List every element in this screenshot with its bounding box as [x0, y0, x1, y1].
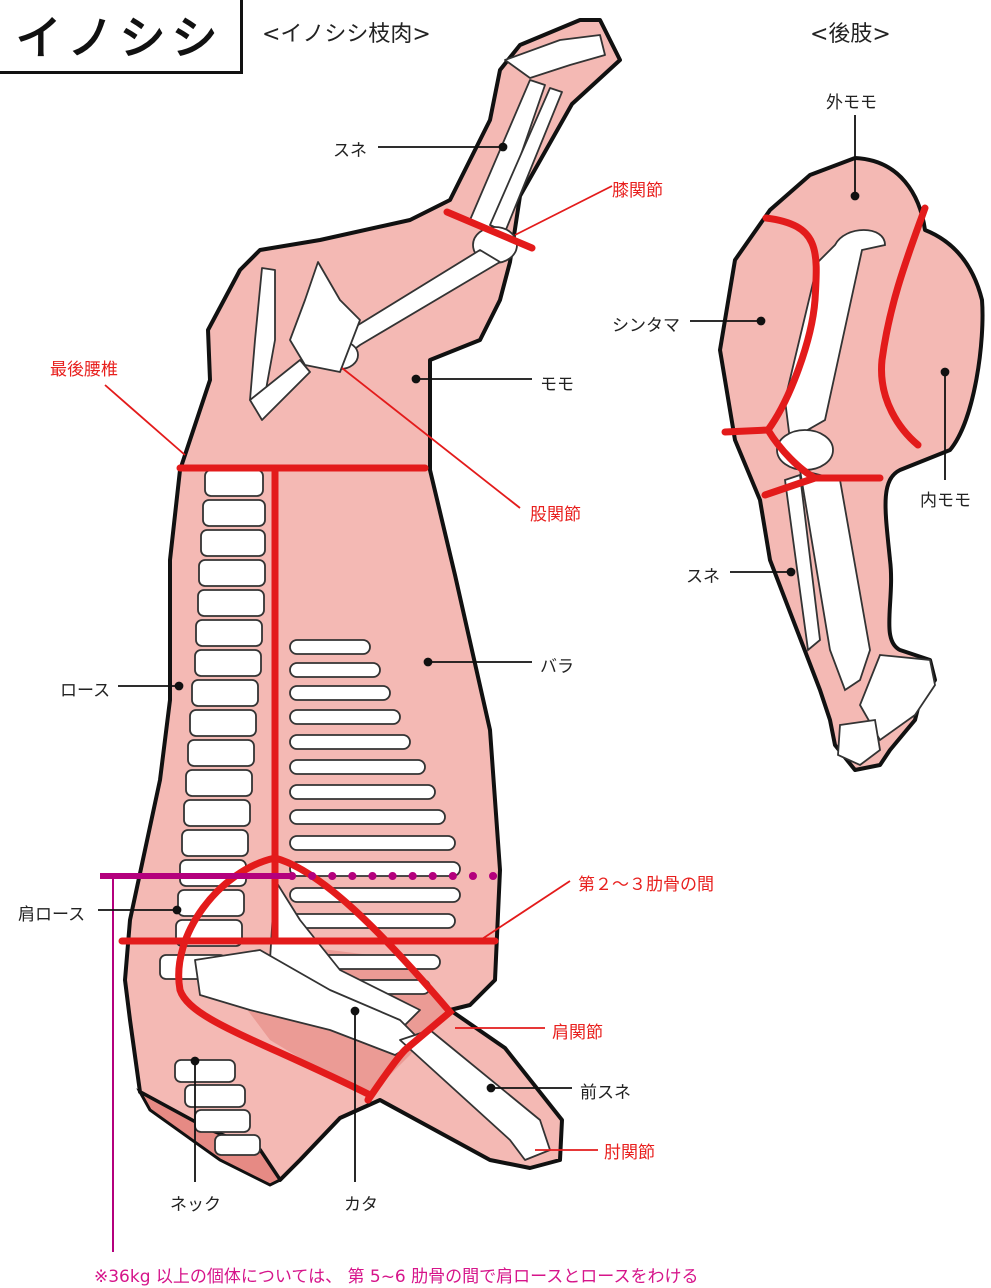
title-box: イノシシ — [0, 0, 243, 74]
label-hip-joint: 股関節 — [530, 500, 581, 525]
label-inner-thigh: 内モモ — [920, 486, 971, 511]
label-shoulder-loin: 肩ロース — [18, 900, 85, 925]
label-shoulder: カタ — [344, 1190, 378, 1215]
label-loin: ロース — [60, 676, 110, 701]
label-thigh: モモ — [540, 370, 574, 395]
label-elbow-joint: 肘関節 — [604, 1138, 655, 1163]
carcass-header: <イノシシ枝肉> — [262, 16, 431, 48]
label-outer-thigh: 外モモ — [826, 88, 877, 113]
label-neck: ネック — [170, 1190, 221, 1215]
label-shoulder-joint: 肩関節 — [552, 1018, 603, 1043]
label-round: シンタマ — [612, 311, 680, 336]
label-knee-joint: 膝関節 — [612, 176, 663, 201]
label-fore-shank: 前スネ — [580, 1078, 631, 1103]
label-belly: バラ — [540, 652, 574, 677]
page-title: イノシシ — [16, 2, 224, 68]
label-rib-2-3: 第２～３肋骨の間 — [578, 870, 714, 895]
label-last-lumbar: 最後腰椎 — [50, 355, 118, 380]
footnote: ※36kg 以上の個体については、 第 5~6 肋骨の間で肩ロースとロースをわけ… — [94, 1262, 698, 1287]
label-shank: スネ — [333, 136, 367, 161]
label-hind-shank: スネ — [686, 562, 720, 587]
hind-header: <後肢> — [810, 16, 891, 48]
